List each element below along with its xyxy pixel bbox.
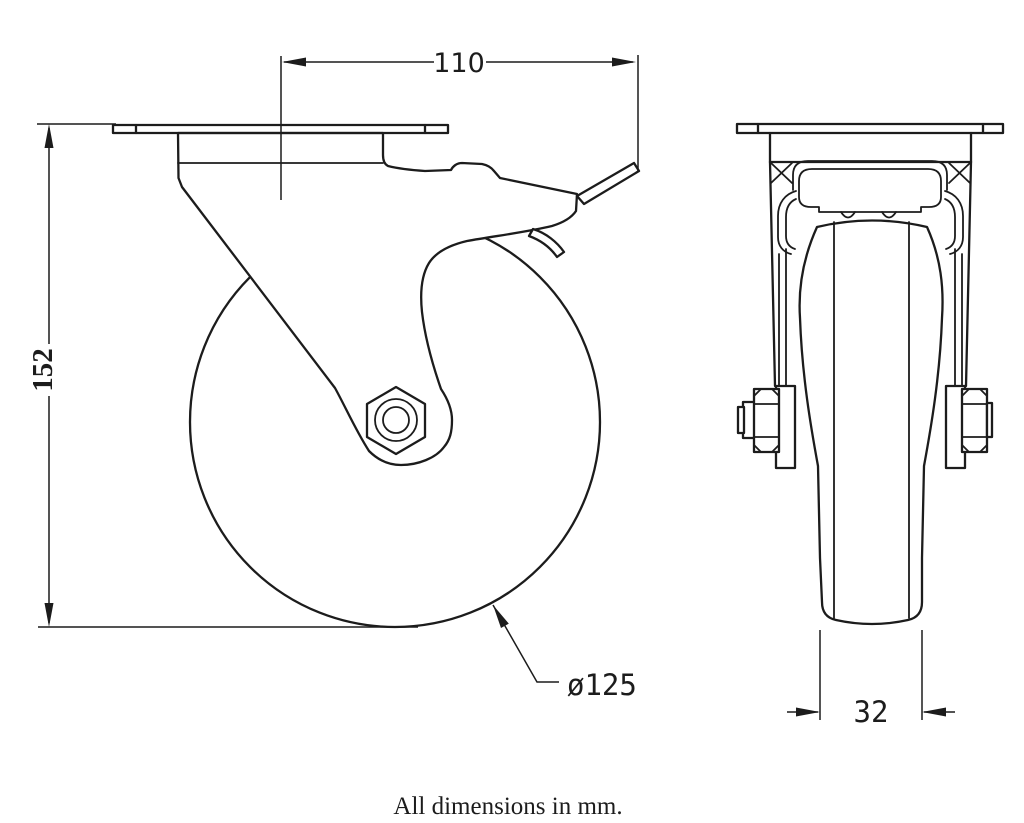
leg-curl-left-inner <box>785 198 797 250</box>
leg-curl-left-outer <box>777 190 797 255</box>
dim-diameter-label: ø125 <box>567 668 637 702</box>
leader-line <box>492 604 559 683</box>
axle-nut-left <box>736 387 781 454</box>
top-plate-front <box>735 122 1005 135</box>
fork-leg-outer-right <box>964 160 973 388</box>
dim-32-label: 32 <box>854 695 889 729</box>
leader-arrowhead <box>493 605 509 628</box>
bend-cross-right <box>948 162 971 184</box>
dim-110-label: 110 <box>433 48 485 79</box>
kingpin-rivet-left <box>840 211 856 219</box>
axle-nut-right <box>960 387 994 454</box>
caption-text: All dimensions in mm. <box>393 793 622 820</box>
dimension-110: 110 <box>282 48 639 172</box>
dim-152-label: 152 <box>27 348 59 392</box>
brake-lever <box>575 161 641 206</box>
dimension-152: 152 <box>27 123 418 628</box>
axle-nut-washer-circle <box>374 398 418 442</box>
raceway-dome-inner <box>798 168 942 213</box>
arrowhead-left <box>796 707 820 717</box>
arrowhead-right <box>612 57 636 67</box>
arrowhead-left <box>282 57 306 67</box>
brake-linkage-hook <box>527 227 566 259</box>
arrowhead-down <box>44 603 54 627</box>
arrowhead-up <box>44 124 54 148</box>
swivel-fork-body <box>176 131 579 467</box>
bend-cross-left <box>770 162 793 184</box>
fork-leg-outer-left <box>768 160 777 388</box>
front-view <box>735 122 1005 626</box>
dimension-diameter: ø125 <box>492 604 637 702</box>
side-view <box>111 56 641 629</box>
arrowhead-right <box>922 707 946 717</box>
leg-curl-right-inner <box>944 198 956 250</box>
leg-curl-right-outer <box>944 190 964 255</box>
top-plate-side <box>111 123 450 135</box>
dimension-tread: 32 <box>787 630 955 729</box>
raceway-dome-outer <box>792 160 948 191</box>
kingpin-rivet-right <box>881 211 897 219</box>
axle-bolt-circle <box>382 406 410 434</box>
wheel-front-profile <box>798 219 944 626</box>
